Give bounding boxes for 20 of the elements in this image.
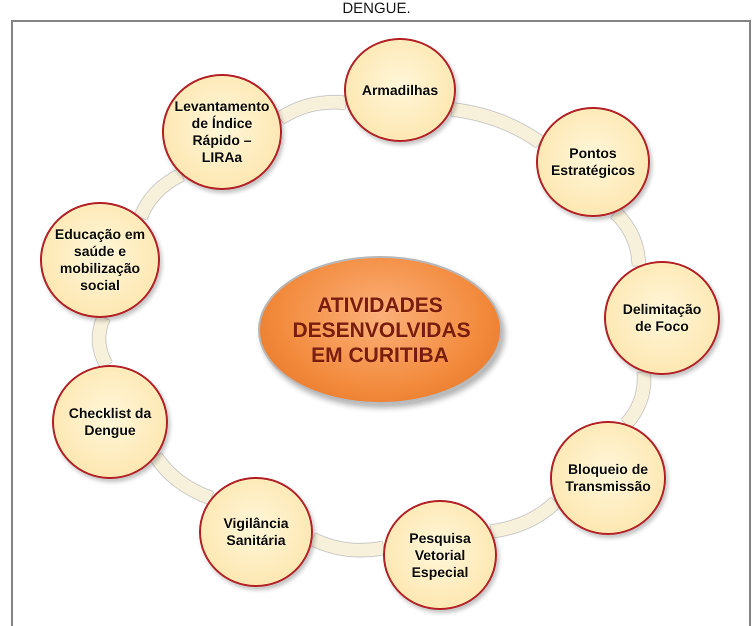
ring-connector: [150, 453, 214, 504]
ring-connector: [621, 372, 651, 428]
node-label: Bloqueio de Transmissão: [564, 461, 652, 495]
node-label: Educação em saúde e mobilização social: [54, 226, 146, 294]
node-label: Checklist da Dengue: [68, 405, 152, 439]
ring-connector: [451, 102, 544, 148]
node-label: Pontos Estratégicos: [550, 145, 636, 179]
node-label: Pesquisa Vetorial Especial: [408, 530, 472, 580]
node-label: ATIVIDADES DESENVOLVIDAS EM CURITIBA: [292, 292, 468, 368]
heading-text: DENGUE.: [341, 0, 412, 17]
ring-connector: [276, 96, 346, 124]
node-label: Levantamento de Índice Rápido – LIRAa: [174, 98, 270, 166]
node-label: Vigilância Sanitária: [222, 515, 290, 549]
ring-connector: [92, 316, 112, 368]
ring-connector: [610, 208, 646, 266]
ring-connector: [490, 497, 560, 538]
node-label: Delimitação de Foco: [622, 301, 702, 335]
ring-connector: [310, 533, 385, 557]
node-label: Armadilhas: [360, 82, 440, 98]
ring-connector: [134, 168, 184, 220]
